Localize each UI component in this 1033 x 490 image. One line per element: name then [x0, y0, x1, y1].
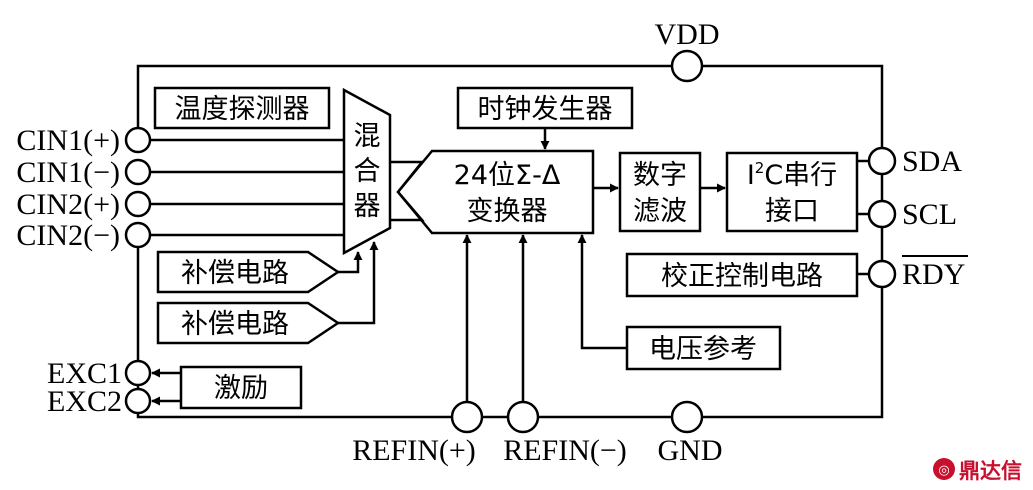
cin2p-label: CIN2(+): [16, 188, 120, 221]
filter-label-2: 滤波: [633, 196, 687, 227]
cin2n-pin: [124, 221, 152, 249]
svg-text:◎: ◎: [938, 463, 949, 478]
exc2-pin: [124, 387, 152, 415]
gnd-label: GND: [658, 434, 723, 467]
rdy-pin: [867, 259, 897, 289]
mux-label-3: 器: [354, 191, 381, 222]
sda-pin: [867, 146, 897, 176]
chip-outline: [136, 64, 884, 419]
mux-label-1: 混: [354, 121, 381, 152]
refinn-label: REFIN(−): [503, 434, 627, 467]
cin1n-label: CIN1(−): [16, 156, 120, 189]
adc-label-1: 24位Σ-Δ: [454, 160, 561, 191]
refinp-pin: [450, 400, 484, 434]
comp1-block: [156, 250, 341, 294]
refinn-pin: [506, 400, 540, 434]
exc-block: [179, 365, 303, 410]
comp2-block: [156, 301, 341, 345]
filter-block: [618, 151, 702, 233]
temp-sensor-block: [153, 86, 331, 130]
adc-block: [396, 149, 595, 235]
scl-label: SCL: [902, 198, 957, 231]
cin1p-pin: [124, 126, 152, 154]
mux-block: [342, 87, 392, 256]
i2c-block: [725, 151, 859, 233]
mux-label-2: 合: [354, 156, 381, 187]
sda-label: SDA: [902, 145, 962, 178]
exc-label: 激励: [214, 373, 268, 404]
scl-pin: [867, 199, 897, 229]
cin2n-label: CIN2(−): [16, 219, 120, 252]
i2c-label-1: I2C串行: [747, 159, 837, 191]
adc-label-2: 变换器: [467, 196, 548, 227]
watermark-text: 鼎达信: [959, 459, 1022, 483]
exc1-pin: [124, 359, 152, 387]
watermark: ◎ 鼎达信: [933, 458, 1022, 483]
watermark-logo-icon: [933, 458, 955, 480]
cin2p-pin: [124, 190, 152, 218]
filter-label-1: 数字: [633, 160, 687, 191]
comp1-label: 补偿电路: [181, 258, 289, 289]
i2c-label-2: 接口: [765, 196, 819, 227]
cin1n-pin: [124, 158, 152, 186]
clock-label: 时钟发生器: [478, 94, 613, 125]
vref-label: 电压参考: [649, 334, 757, 365]
temp-sensor-label: 温度探测器: [175, 94, 310, 125]
comp2-label: 补偿电路: [181, 309, 289, 340]
refinp-label: REFIN(+): [352, 434, 476, 467]
gnd-pin: [670, 400, 704, 434]
rdy-label: RDY: [902, 258, 965, 291]
calib-label: 校正控制电路: [661, 261, 823, 292]
vdd-pin: [670, 49, 704, 83]
exc2-label: EXC2: [47, 385, 122, 418]
exc1-label: EXC1: [47, 357, 122, 390]
vdd-label: VDD: [655, 18, 720, 51]
cin1p-label: CIN1(+): [16, 124, 120, 157]
